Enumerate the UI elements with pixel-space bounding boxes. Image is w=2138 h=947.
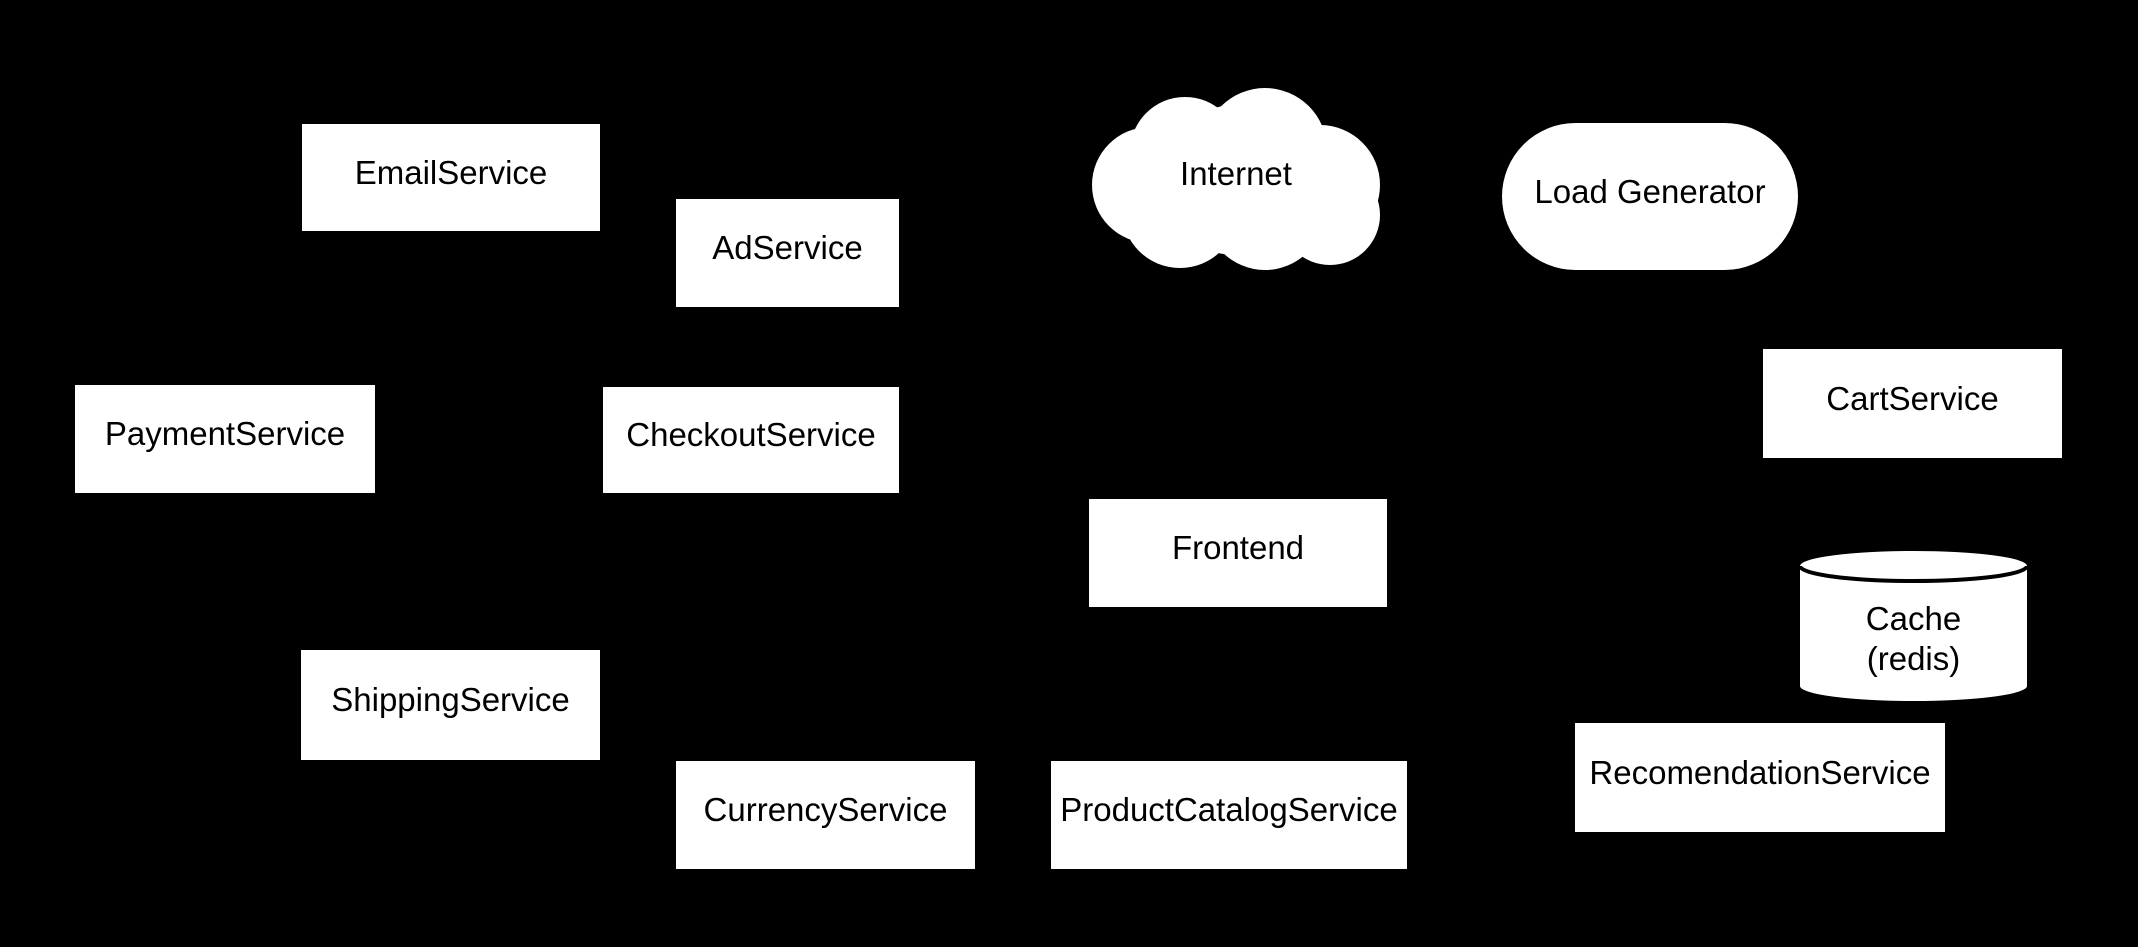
node-load-generator: Load Generator <box>1502 123 1798 270</box>
cart-service-label: CartService <box>1826 379 1998 428</box>
node-ad-service: AdService <box>676 199 899 307</box>
internet-label-line: Internet <box>1180 155 1292 193</box>
load-generator-label-line: Load Generator <box>1534 172 1766 210</box>
node-recomendation-service: RecomendationService <box>1575 723 1945 832</box>
cart-service-label-line: CartService <box>1826 379 1999 417</box>
currency-service-label-line: CurrencyService <box>703 791 948 829</box>
email-service-label: EmailService <box>355 153 548 202</box>
product-catalog-service-label-line: ProductCatalogService <box>1060 791 1398 829</box>
checkout-service-label: CheckoutService <box>626 415 875 464</box>
node-email-service: EmailService <box>302 124 600 231</box>
frontend-label-line: Frontend <box>1171 529 1305 567</box>
internet-label: Internet <box>1180 154 1292 203</box>
frontend-label: Frontend <box>1172 528 1304 577</box>
node-shipping-service: ShippingService <box>301 650 600 760</box>
node-internet: Internet <box>1092 88 1380 270</box>
recomendation-service-label: RecomendationService <box>1589 753 1930 802</box>
ad-service-label-line: AdService <box>712 229 863 267</box>
currency-service-label: CurrencyService <box>704 790 948 839</box>
payment-service-label: PaymentService <box>105 414 345 463</box>
node-cart-service: CartService <box>1763 349 2062 458</box>
cache-redis-label: Cache(redis) <box>1866 573 1961 680</box>
payment-service-label-line: PaymentService <box>104 415 346 453</box>
node-checkout-service: CheckoutService <box>603 387 899 493</box>
node-frontend: Frontend <box>1089 499 1387 607</box>
node-currency-service: CurrencyService <box>676 761 975 869</box>
cloud-shape <box>1092 88 1380 270</box>
checkout-service-label-line: CheckoutService <box>626 416 876 454</box>
email-service-label-line: EmailService <box>354 153 548 191</box>
cache-redis-label-line: (redis) <box>1866 640 1961 677</box>
load-generator-label: Load Generator <box>1534 172 1765 221</box>
ad-service-label: AdService <box>712 228 862 277</box>
node-product-catalog-service: ProductCatalogService <box>1051 761 1407 869</box>
shipping-service-label: ShippingService <box>331 680 569 729</box>
recomendation-service-label-line: RecomendationService <box>1589 753 1931 791</box>
shipping-service-label-line: ShippingService <box>331 681 570 719</box>
node-cache-redis: Cache(redis) <box>1800 551 2027 701</box>
cylinder-shape <box>1800 551 2027 701</box>
cache-redis-label-line: Cache <box>1865 599 1962 637</box>
product-catalog-service-label: ProductCatalogService <box>1060 790 1398 839</box>
node-payment-service: PaymentService <box>75 385 375 493</box>
